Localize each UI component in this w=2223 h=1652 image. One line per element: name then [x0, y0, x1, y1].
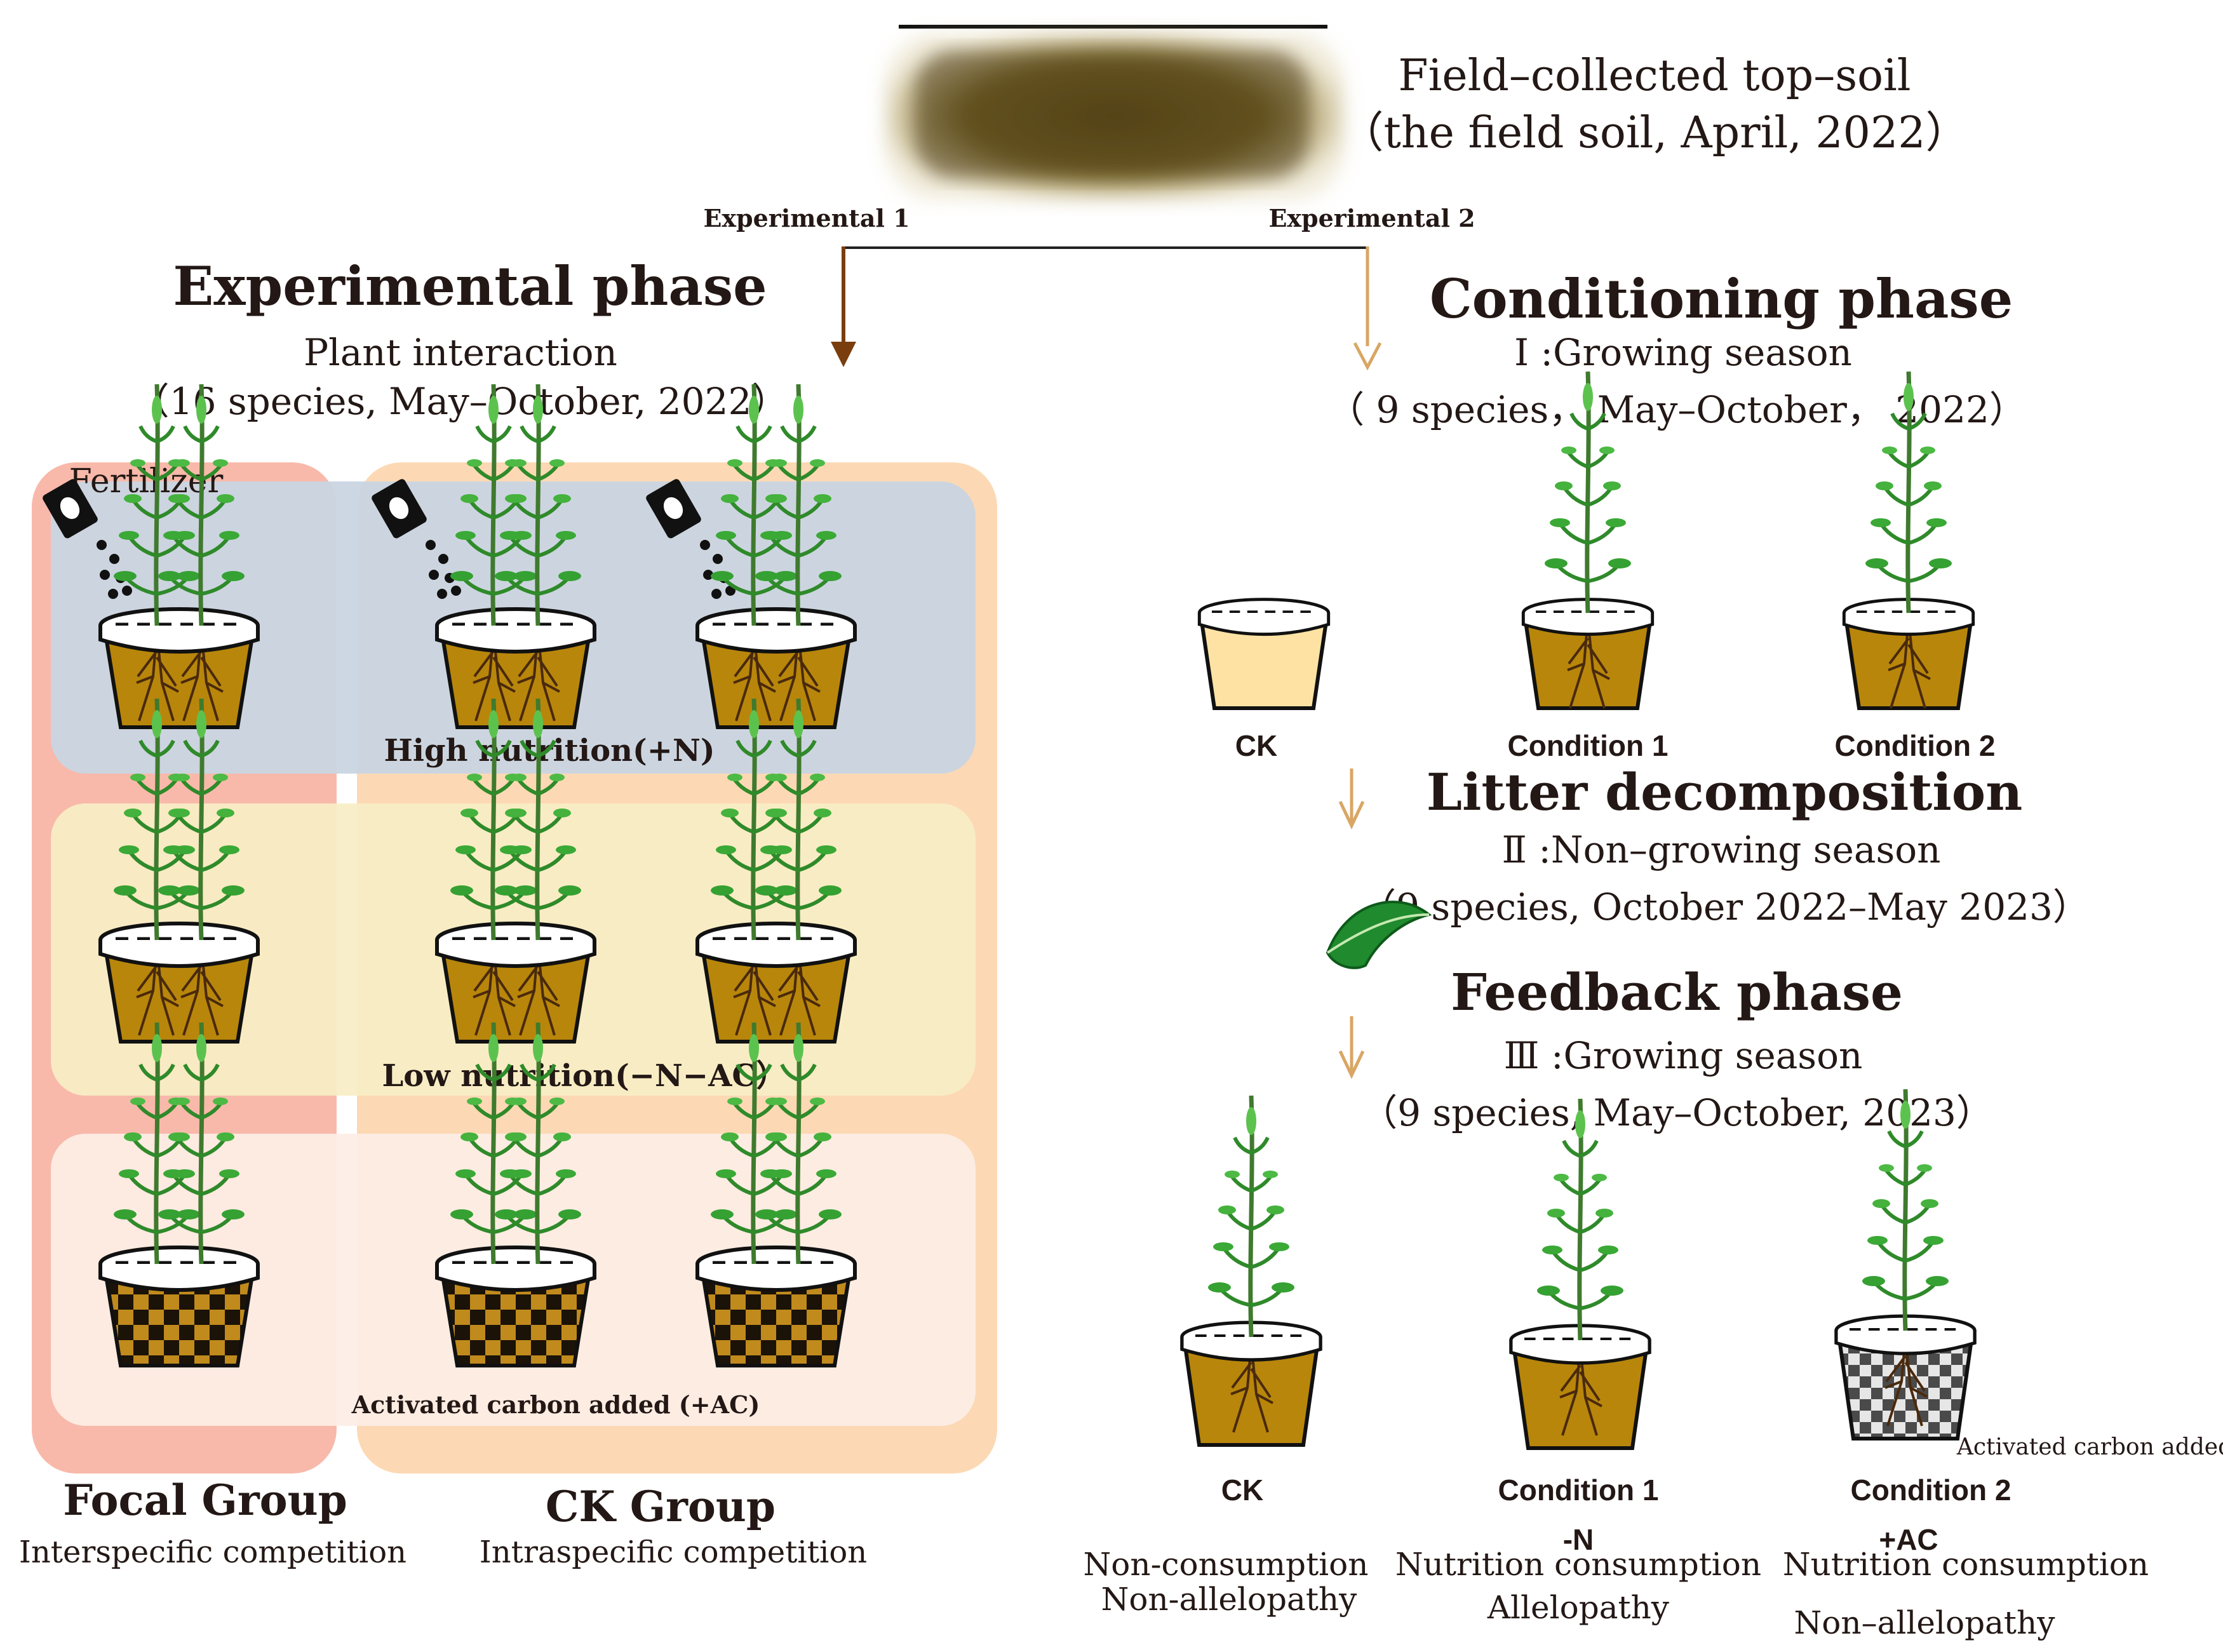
fb-ck-desc2: Non-allelopathy: [1101, 1581, 1358, 1618]
fb-c1-desc2: Allelopathy: [1487, 1589, 1670, 1626]
soil-title-line1: Field–collected top–soil: [1398, 51, 1911, 101]
conditioning-phase-heading: Conditioning phase: [1430, 267, 2013, 330]
arrow-down-icon: [1338, 1016, 1365, 1079]
feedback-phase-sub1: Ⅲ :Growing season: [1504, 1034, 1863, 1077]
fertilizer-pellets: [426, 540, 461, 599]
litter-decomposition-heading: Litter decomposition: [1427, 762, 2023, 822]
fb-c2-desc2: Non–allelopathy: [1794, 1604, 2056, 1641]
ck-group-subtitle: Intraspecific competition: [480, 1534, 867, 1570]
litter-decomposition-sub2: （9 species, October 2022–May 2023）: [1359, 885, 2090, 929]
fb-c1-desc1: Nutrition consumption: [1395, 1546, 1761, 1583]
fb-pot-ck: [1182, 1096, 1320, 1447]
fertilizer-bag-icon: [372, 479, 427, 539]
arrow-down-icon: [1338, 769, 1365, 829]
experimental-1-label: Experimental 1: [703, 204, 910, 232]
pot-focal-high: [100, 384, 258, 729]
fb-pot-label-ck: CK: [1221, 1474, 1263, 1507]
soil-title-line2: （the field soil, April, 2022）: [1341, 108, 1969, 158]
fb-c1-tag: -N: [1563, 1523, 1594, 1556]
experimental-2-label: Experimental 2: [1268, 204, 1475, 232]
pot-ck-high-2: [697, 384, 855, 729]
fb-c2-tag: +AC: [1879, 1523, 1938, 1556]
conditioning-phase-sub2: （ 9 species， May–October， 2022）: [1327, 388, 2026, 431]
fb-pot-label-2: Condition 2: [1851, 1474, 2011, 1507]
pot-ck-ac-2: [697, 1023, 855, 1367]
conditioning-phase-sub1: Ⅰ :Growing season: [1514, 331, 1852, 374]
feedback-phase-sub2: （9 species, May–October, 2023）: [1360, 1091, 1993, 1134]
cond-pot-label-1: Condition 1: [1508, 729, 1669, 762]
experimental-phase-sub2: （16 species, May–October, 2022）: [133, 380, 789, 423]
feedback-phase-heading: Feedback phase: [1451, 962, 1903, 1022]
fertilizer-bag-icon: [43, 479, 98, 539]
arrow-down-icon: [1353, 342, 1382, 371]
cond-pot-label-ck: CK: [1235, 729, 1277, 762]
pot-focal-low: [100, 699, 258, 1044]
focal-group-title: Focal Group: [63, 1475, 347, 1525]
fb-pot-label-1: Condition 1: [1498, 1474, 1659, 1507]
leaf-icon: [1326, 901, 1432, 969]
cond-pot-ck: [1199, 600, 1328, 710]
cond-pot-1: [1523, 372, 1652, 710]
pot-ck-ac-1: [437, 1023, 594, 1367]
pot-ck-low-2: [697, 699, 855, 1044]
experiment-split-arrows: [831, 246, 1382, 371]
arrow-down-icon: [831, 342, 856, 367]
fb-ac-note: Activated carbon added: [1956, 1434, 2223, 1460]
fb-pot-1: [1511, 1099, 1649, 1450]
fb-pot-2: [1836, 1089, 1975, 1440]
pot-ck-low-1: [437, 699, 594, 1044]
low-nutrition-label: Low nutrition(−N−AC）: [382, 1058, 786, 1094]
experimental-phase-heading: Experimental phase: [173, 255, 767, 318]
fertilizer-bag-icon: [646, 479, 701, 539]
cond-pot-label-2: Condition 2: [1835, 729, 1996, 762]
focal-group-subtitle: Interspecific competition: [19, 1534, 406, 1570]
pot-focal-ac: [100, 1023, 258, 1367]
fertilizer-label: Fertilizer: [69, 462, 224, 500]
litter-decomposition-sub1: Ⅱ :Non–growing season: [1501, 828, 1940, 871]
pot-ck-high-1: [437, 384, 594, 729]
fb-ck-desc1: Non-consumption: [1084, 1546, 1369, 1583]
experimental-phase-sub1: Plant interaction: [304, 331, 617, 374]
fb-c2-desc1: Nutrition consumption: [1783, 1546, 2149, 1583]
cond-pot-2: [1844, 372, 1973, 710]
soil-sample-block: [886, 25, 1343, 199]
activated-carbon-label: Activated carbon added (+AC): [351, 1390, 760, 1419]
ck-group-title: CK Group: [546, 1482, 776, 1531]
